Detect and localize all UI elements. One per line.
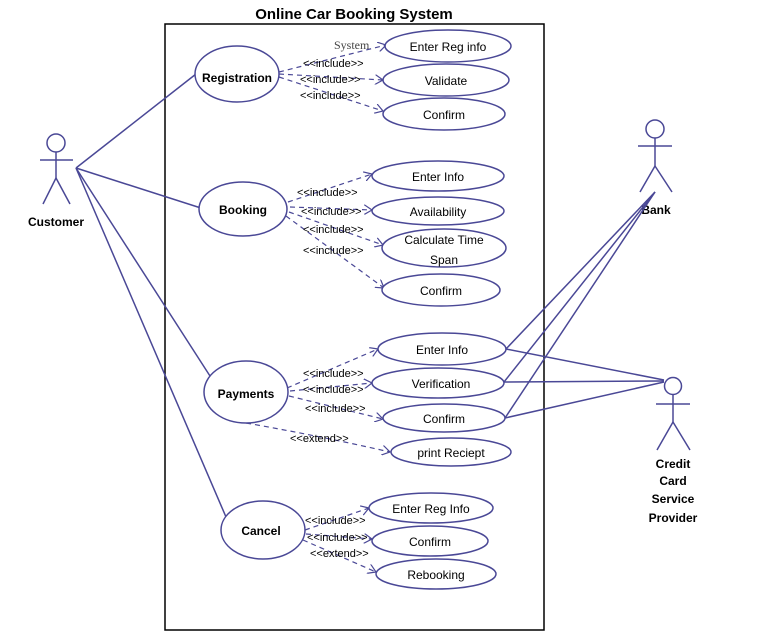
diagram-title: Online Car Booking System [255, 6, 453, 23]
dep-cancel-confirm [305, 533, 372, 539]
dep-booking-calc-time [288, 211, 383, 245]
customer-label: Customer [28, 215, 84, 229]
rel-label-reg-3: <<include>> [300, 90, 361, 102]
usecase-calculate-time-span-label-2: Span [430, 253, 458, 267]
usecase-availability-label: Availability [410, 205, 466, 219]
dep-registration-confirm [278, 76, 383, 111]
rel-label-cancel-3: <<extend>> [310, 548, 369, 560]
system-label: System [334, 38, 370, 52]
usecase-print-receipt [390, 437, 512, 467]
dep-payments-print-receipt [245, 422, 390, 452]
usecase-confirm-booking-label: Confirm [420, 284, 462, 298]
rel-label-book-3: <<include>> [303, 224, 364, 236]
usecase-confirm-payments [382, 403, 506, 433]
usecase-confirm-registration [382, 97, 506, 131]
usecase-booking [198, 181, 288, 237]
rel-label-pay-4: <<extend>> [290, 433, 349, 445]
assoc-bank-confirm [504, 191, 656, 419]
provider-label-line4: Provider [649, 511, 698, 525]
dep-booking-availability [289, 207, 372, 210]
usecase-confirm-cancel-label: Confirm [409, 535, 451, 549]
bank-label: Bank [641, 203, 671, 217]
assoc-provider-confirm [504, 381, 665, 419]
usecase-confirm-booking [381, 273, 501, 307]
dep-booking-enter-info [287, 174, 372, 203]
usecase-booking-label: Booking [219, 203, 267, 217]
dep-payments-confirm [288, 395, 383, 419]
usecase-verification-label: Verification [412, 377, 471, 391]
usecase-rebooking-label: Rebooking [407, 568, 464, 582]
assoc-bank-enter-info [505, 191, 656, 350]
bank-actor [638, 119, 673, 193]
usecase-validate [382, 63, 510, 97]
dep-payments-verification [289, 383, 372, 392]
system-boundary [164, 23, 545, 631]
assoc-customer-booking [75, 167, 205, 210]
usecase-enter-info-payments-label: Enter Info [416, 343, 468, 357]
rel-label-book-2: <<include>> [301, 206, 362, 218]
usecase-enter-reg-info-label: Enter Reg info [410, 40, 487, 54]
assoc-bank-verification [503, 191, 656, 383]
assoc-provider-verification [503, 380, 665, 383]
usecase-enter-reg-info-cancel [368, 492, 494, 524]
assoc-customer-payments [75, 167, 211, 377]
provider-label-line3: Service [652, 492, 695, 506]
usecase-enter-info-payments [377, 332, 507, 366]
provider-label-line1: Credit [656, 457, 691, 471]
usecase-cancel-label: Cancel [241, 524, 280, 538]
usecase-availability [371, 196, 505, 226]
usecase-print-receipt-label: print Reciept [417, 446, 485, 460]
usecase-confirm-payments-label: Confirm [423, 412, 465, 426]
usecase-calculate-time-span [381, 228, 507, 268]
usecase-payments-label: Payments [218, 387, 275, 401]
credit-card-provider-actor [656, 376, 691, 451]
assoc-customer-cancel [75, 167, 227, 518]
usecase-confirm-registration-label: Confirm [423, 108, 465, 122]
assoc-provider-enter-info [505, 348, 665, 381]
customer-actor [40, 133, 73, 205]
rel-label-pay-3: <<include>> [305, 403, 366, 415]
usecase-enter-reg-info-cancel-label: Enter Reg Info [392, 502, 470, 516]
usecase-enter-info-booking-label: Enter Info [412, 170, 464, 184]
dep-booking-confirm [285, 215, 384, 288]
provider-label-line2: Card [659, 474, 686, 488]
rel-label-book-1: <<include>> [297, 187, 358, 199]
rel-label-pay-2: <<include>> [303, 384, 364, 396]
assoc-customer-registration [75, 73, 197, 169]
rel-label-cancel-2: <<include>> [307, 532, 368, 544]
usecase-registration-label: Registration [202, 71, 272, 85]
usecase-rebooking [375, 558, 497, 590]
rel-label-book-4: <<include>> [303, 245, 364, 257]
usecase-payments [203, 360, 289, 424]
dep-cancel-enter-reg-info [304, 508, 369, 531]
usecase-calculate-time-span-label-1: Calculate Time [404, 233, 484, 247]
rel-label-pay-1: <<include>> [303, 368, 364, 380]
usecase-enter-reg-info [384, 29, 512, 63]
usecase-registration [194, 45, 280, 103]
usecase-enter-info-booking [371, 160, 505, 192]
dep-payments-enter-info [286, 349, 378, 389]
dep-cancel-rebooking [302, 539, 376, 572]
usecase-validate-label: Validate [425, 74, 468, 88]
dep-registration-enter-reg-info [278, 45, 386, 73]
usecase-cancel [220, 500, 306, 560]
rel-label-reg-2: <<include>> [300, 74, 361, 86]
usecase-confirm-cancel [371, 525, 489, 557]
usecase-verification [371, 367, 505, 399]
rel-label-cancel-1: <<include>> [305, 515, 366, 527]
rel-label-reg-1: <<include>> [303, 58, 364, 70]
